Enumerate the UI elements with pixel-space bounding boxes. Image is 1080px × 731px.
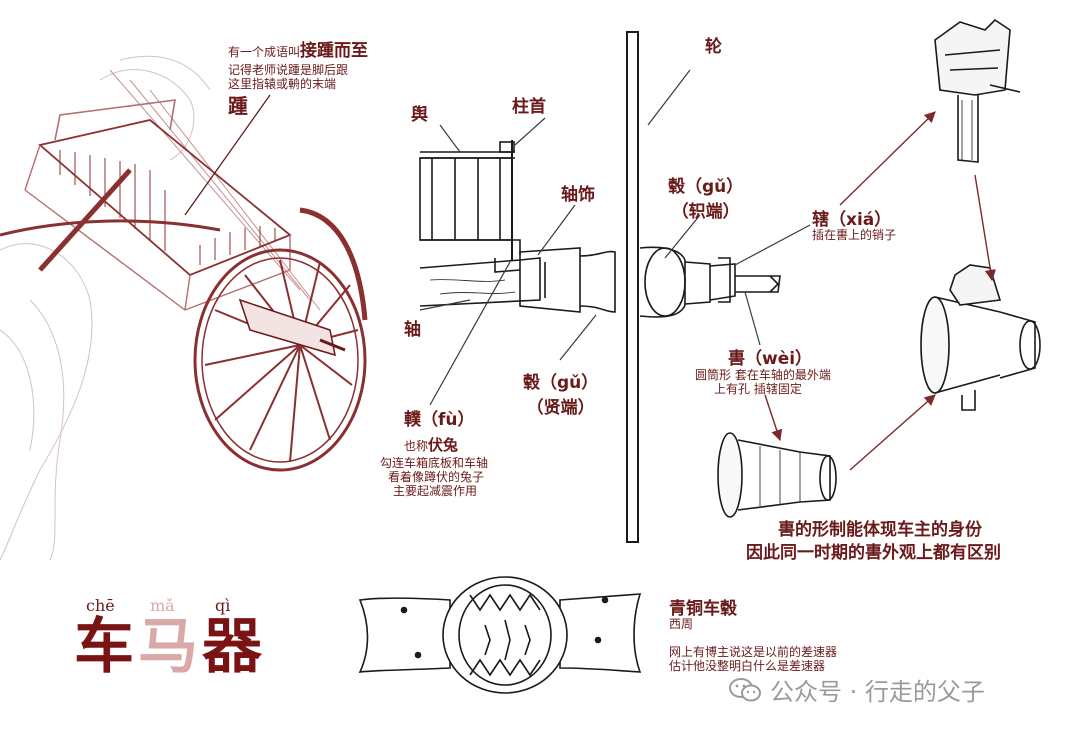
zhong-note-prefix: 有一个成语叫 (228, 45, 301, 59)
xia-desc: 插在軎上的销子 (812, 228, 897, 242)
zhong-note-line2: 记得老师说踵是脚后跟 (228, 63, 349, 77)
bronze-hub-title: 青铜车毂 (669, 599, 737, 619)
zhou-label: 轴 (404, 320, 421, 340)
bronze-hub-illustration (358, 576, 642, 694)
wei-with-pin-illustration (920, 264, 1041, 411)
chariot-illustration (0, 55, 368, 561)
wei-desc1: 圆筒形 套在车轴的最外端 (695, 368, 831, 382)
gu-xian-sub: （贤端） (526, 398, 595, 418)
page-title: 车马器 (74, 612, 266, 682)
flow-arrows (764, 111, 996, 471)
xia-label: 辖（xiá） (812, 210, 892, 230)
zhong-note-line1: 有一个成语叫接踵而至 (228, 41, 369, 61)
wei-illustration (717, 432, 837, 518)
gu-xian-title: 毂（gǔ） (523, 373, 599, 393)
fu-desc1: 勾连车箱底板和车轴 (380, 456, 489, 470)
bronze-hub-note1: 网上有博主说这是以前的差速器 (669, 645, 838, 659)
zhushou-label: 柱首 (512, 97, 546, 117)
watermark: 公众号 · 行走的父子 (728, 672, 985, 707)
title-pinyin-1: chē (86, 596, 115, 615)
wei-label: 軎（wèi） (728, 349, 813, 369)
bronze-hub-note2: 估计他没整明白什么是差速器 (669, 659, 826, 673)
title-pinyin-3: qì (215, 596, 231, 615)
zhong-pointer (184, 94, 271, 216)
zhoushi-label: 轴饰 (561, 185, 595, 205)
title-pinyin-2: mǎ (150, 596, 175, 615)
title-char-1: 车 (74, 612, 138, 682)
fu-alias: 也称伏兔 (404, 436, 458, 454)
fu-desc3: 主要起减震作用 (393, 484, 478, 498)
gu-xian-label: 毂（gǔ） （贤端） (523, 368, 598, 418)
title-char-2: 马 (138, 612, 202, 682)
zhong-idiom: 接踵而至 (300, 41, 369, 61)
axle-section (419, 31, 781, 543)
leader-lines (419, 69, 811, 406)
gu-zhi-title: 毂（gǔ） (668, 177, 744, 197)
lun-label: 轮 (705, 37, 722, 57)
fu-label: 轐（fù） (404, 410, 475, 430)
gu-zhi-sub: （轵端） (671, 202, 740, 222)
bronze-hub-era: 西周 (669, 617, 694, 631)
fu-alias-prefix: 也称 (404, 439, 429, 453)
identity-line1: 軎的形制能体现车主的身份 (778, 520, 982, 540)
title-char-3: 器 (202, 612, 266, 682)
fu-desc2: 看着像蹲伏的兔子 (388, 470, 485, 484)
xia-pin-illustration (934, 18, 1021, 163)
watermark-text: 公众号 · 行走的父子 (770, 678, 985, 706)
gu-zhi-label: 毂（gǔ） （轵端） (668, 172, 743, 222)
yu-label: 舆 (411, 105, 428, 125)
identity-line2: 因此同一时期的軎外观上都有区别 (746, 543, 1001, 563)
fu-alias-name: 伏兔 (428, 436, 459, 454)
zhong-note-line3: 这里指辕或輈的末端 (228, 77, 337, 91)
zhong-label: 踵 (228, 94, 248, 118)
wei-desc2: 上有孔 插辖固定 (714, 382, 802, 396)
wechat-icon (729, 677, 761, 701)
